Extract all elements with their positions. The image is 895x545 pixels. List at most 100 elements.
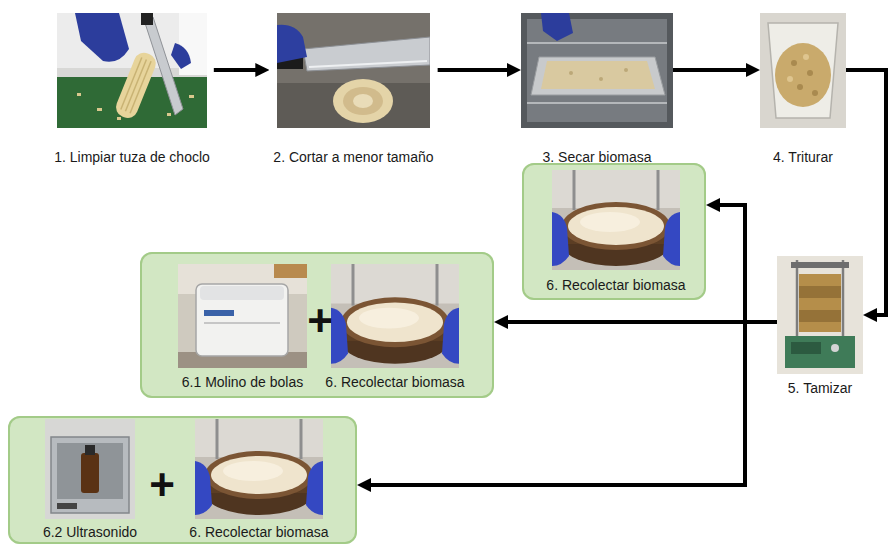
ball-mill-photo-part (200, 286, 284, 300)
oven-drying-photo-part (624, 68, 628, 72)
cob-cutting-photo (277, 13, 430, 128)
sieve-shaker-photo-part (796, 260, 799, 336)
ultrasonic-bath-photo-part (81, 453, 99, 493)
sieve-shaker-photo-part (831, 344, 839, 352)
cob-cutting-photo-part (343, 87, 383, 115)
corn-cob-cleaning-photo-part-part (113, 50, 159, 121)
grinder-photo-part (768, 23, 838, 118)
corn-cob-cleaning-photo-part-part (130, 61, 151, 113)
group-panel: 6. Recolectar biomasa (522, 163, 706, 300)
corn-cob-cleaning-photo-part (97, 108, 102, 111)
step-caption: 4. Triturar (773, 149, 833, 165)
sieve-shaker-photo-part (799, 298, 841, 310)
corn-cob-cleaning-photo-part (171, 43, 191, 69)
oven-drying-photo-part (541, 13, 573, 41)
ball-mill-photo-part (204, 322, 280, 324)
grinder-photo-part (797, 84, 803, 90)
group-panel-fill-part (140, 252, 494, 398)
grinder-photo-part (807, 70, 813, 76)
step-caption: 2. Cortar a menor tamaño (273, 149, 433, 165)
flow-arrow (438, 68, 513, 72)
step-caption: 6. Recolectar biomasa (546, 277, 685, 293)
cob-cutting-photo-part (309, 61, 427, 67)
step-caption: 3. Secar biomasa (543, 149, 652, 165)
oven-drying-photo-part (531, 57, 665, 95)
grinder-photo-part (812, 90, 818, 96)
sieve-shaker-photo-part (791, 342, 821, 354)
flow-arrow (365, 322, 777, 485)
group-panel-fill-part (522, 163, 706, 300)
process-step: 4. Triturar (760, 13, 846, 165)
cob-cutting-photo-part (333, 79, 393, 123)
oven-drying-photo-part (527, 42, 667, 44)
ball-mill-photo-part (274, 264, 307, 278)
biomass-collection-photo (331, 264, 459, 368)
sieve-shaker-photo-part (777, 256, 863, 374)
step-caption: 6. Recolectar biomasa (189, 524, 328, 540)
oven-drying-photo-part (521, 13, 673, 128)
oven-drying-photo-part (569, 71, 573, 75)
flow-arrow (673, 68, 752, 72)
step-caption: 6.1 Molino de bolas (182, 374, 303, 390)
step-caption: 6. Recolectar biomasa (325, 374, 464, 390)
flow-arrow (714, 205, 777, 322)
grinder-photo-part (775, 43, 831, 107)
biomass-collection-photo (552, 170, 680, 270)
sieve-shaker-photo-part (799, 274, 841, 286)
corn-cob-cleaning-photo (57, 13, 207, 128)
cob-cutting-photo-part (353, 94, 373, 108)
plus-sign: + (149, 465, 175, 505)
ball-mill-photo (178, 264, 307, 368)
corn-cob-cleaning-photo-part (189, 95, 194, 98)
grinder-photo-part (791, 60, 797, 66)
corn-cob-cleaning-photo-part (57, 13, 207, 128)
biomass-collection-photo (195, 419, 323, 519)
step-caption: 6.2 Ultrasonido (43, 524, 137, 540)
sieve-shaker-photo-part (791, 262, 849, 268)
plus-sign: + (307, 301, 333, 341)
ultrasonic-bath-photo-part (85, 445, 95, 455)
sieve-shaker-photo (777, 256, 863, 374)
process-step: 6. Recolectar biomasa (185, 419, 332, 540)
sieve-shaker-photo-part (842, 260, 845, 336)
corn-cob-cleaning-photo-part (145, 17, 183, 115)
ultrasonic-bath-photo-part (57, 503, 77, 509)
process-step: 6.2 Ultrasonido (39, 419, 141, 540)
cob-cutting-photo-part (277, 25, 307, 63)
group-panel: +6.1 Molino de bolas 6. Recolectar biomas… (140, 252, 494, 398)
corn-cob-cleaning-photo-part (113, 50, 159, 121)
oven-drying-photo (521, 13, 673, 128)
group-panel: +6.2 Ultrasonido 6. Recolectar biomasa (8, 416, 357, 544)
grinder-photo (760, 13, 846, 128)
step-caption: 1. Limpiar tuza de choclo (54, 149, 210, 165)
flow-arrow (846, 70, 886, 315)
ball-mill-photo-part (178, 264, 307, 368)
grinder-photo-part (803, 54, 809, 60)
ball-mill-photo-part (196, 284, 288, 356)
process-step: 6. Recolectar biomasa (321, 264, 468, 390)
corn-cob-cleaning-photo-part (167, 113, 171, 116)
oven-drying-photo-part (541, 61, 655, 89)
process-step: 5. Tamizar (777, 256, 863, 396)
corn-cob-cleaning-photo-part (117, 117, 121, 120)
process-step: 2. Cortar a menor tamaño (269, 13, 437, 165)
sieve-shaker-photo-part (799, 322, 841, 332)
ultrasonic-bath-photo (45, 419, 135, 519)
process-step: 6.1 Molino de bolas (178, 264, 307, 390)
corn-cob-cleaning-photo-part (75, 13, 129, 62)
step-caption: 5. Tamizar (788, 380, 852, 396)
grinder-photo-part (760, 13, 846, 128)
cob-cutting-photo-part (277, 13, 430, 128)
sieve-shaker-photo-part (799, 310, 841, 322)
flow-arrow (502, 320, 777, 324)
ultrasonic-bath-photo-part (51, 437, 129, 513)
process-step: 1. Limpiar tuza de choclo (50, 13, 214, 165)
ultrasonic-bath-photo-part (45, 419, 135, 519)
sieve-shaker-photo-part (785, 336, 855, 368)
oven-drying-photo-part (599, 77, 603, 81)
process-step: 3. Secar biomasa (521, 13, 673, 165)
cob-cutting-photo-part (303, 37, 430, 71)
